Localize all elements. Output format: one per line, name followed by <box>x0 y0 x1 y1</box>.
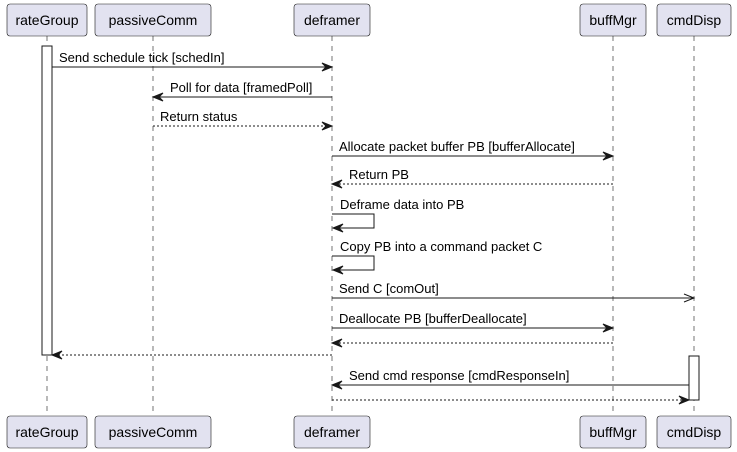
participant-label: buffMgr <box>589 12 637 28</box>
participant-box <box>579 415 647 449</box>
arrow-head <box>50 350 63 360</box>
message-label: Copy PB into a command packet C <box>340 239 542 254</box>
arrow-head-open <box>683 293 696 303</box>
activation-bars <box>41 45 700 401</box>
message-6: Copy PB into a command packet C <box>331 239 542 275</box>
message-4: Return PB <box>330 167 613 189</box>
participant-label: cmdDisp <box>667 424 722 440</box>
participant-box <box>6 3 88 37</box>
participant-label: deframer <box>304 12 360 28</box>
participant-passiveComm-top: passiveComm <box>94 3 212 37</box>
message-7: Send C [comOut] <box>332 281 696 303</box>
participant-box <box>293 415 371 449</box>
participant-label: passiveComm <box>109 12 198 28</box>
arrow-head <box>330 380 343 390</box>
participant-label: passiveComm <box>109 424 198 440</box>
arrow-head <box>321 62 334 72</box>
arrow-head <box>602 323 615 333</box>
participant-cmdDisp-top: cmdDisp <box>656 3 732 37</box>
message-label: Send cmd response [cmdResponseIn] <box>349 368 569 383</box>
participant-rateGroup-top: rateGroup <box>6 3 88 37</box>
message-12 <box>332 395 691 405</box>
arrow-head <box>331 223 344 233</box>
message-11: Send cmd response [cmdResponseIn] <box>330 368 689 390</box>
messages: Send schedule tick [schedIn] Poll for dat… <box>50 50 696 405</box>
message-3: Allocate packet buffer PB [bufferAllocat… <box>332 139 615 161</box>
participant-label: rateGroup <box>15 424 78 440</box>
message-label: Send C [comOut] <box>339 281 439 296</box>
lifelines <box>46 36 695 416</box>
participant-passiveComm-bottom: passiveComm <box>94 415 212 449</box>
arrow-head <box>321 121 334 131</box>
participant-label: buffMgr <box>589 424 637 440</box>
participant-deframer-bottom: deframer <box>293 415 371 449</box>
participant-label: deframer <box>304 424 360 440</box>
message-5: Deframe data into PB <box>331 197 464 233</box>
message-0: Send schedule tick [schedIn] <box>52 50 334 72</box>
message-8: Deallocate PB [bufferDeallocate] <box>332 311 615 333</box>
message-label: Deframe data into PB <box>340 197 464 212</box>
participant-cmdDisp-bottom: cmdDisp <box>656 415 732 449</box>
participant-box <box>656 3 732 37</box>
arrow-head <box>330 179 343 189</box>
participant-deframer-top: deframer <box>293 3 371 37</box>
message-label: Return PB <box>349 167 409 182</box>
participant-box <box>94 3 212 37</box>
message-label: Deallocate PB [bufferDeallocate] <box>339 311 527 326</box>
message-label: Send schedule tick [schedIn] <box>59 50 225 65</box>
self-message-line <box>332 213 375 229</box>
participants: rateGroup rateGroup passiveComm passiveComm… <box>6 3 732 449</box>
participant-box <box>579 3 647 37</box>
participant-buffMgr-top: buffMgr <box>579 3 647 37</box>
activation-bar-rateGroup <box>41 45 53 356</box>
message-label: Allocate packet buffer PB [bufferAllocat… <box>339 139 575 154</box>
participant-box <box>6 415 88 449</box>
arrow-head <box>678 395 691 405</box>
message-label: Poll for data [framedPoll] <box>170 80 312 95</box>
arrow-head <box>151 92 164 102</box>
arrow-head <box>602 151 615 161</box>
message-9 <box>330 338 613 348</box>
message-1: Poll for data [framedPoll] <box>151 80 332 102</box>
message-label: Return status <box>160 109 238 124</box>
participant-box <box>293 3 371 37</box>
message-2: Return status <box>153 109 334 131</box>
participant-buffMgr-bottom: buffMgr <box>579 415 647 449</box>
activation-bar-cmdDisp <box>688 355 700 401</box>
arrow-head <box>331 265 344 275</box>
participant-box <box>94 415 212 449</box>
arrow-head <box>330 338 343 348</box>
message-10 <box>50 350 332 360</box>
participant-label: cmdDisp <box>667 12 722 28</box>
participant-label: rateGroup <box>15 12 78 28</box>
participant-box <box>656 415 732 449</box>
participant-rateGroup-bottom: rateGroup <box>6 415 88 449</box>
self-message-line <box>332 255 375 271</box>
